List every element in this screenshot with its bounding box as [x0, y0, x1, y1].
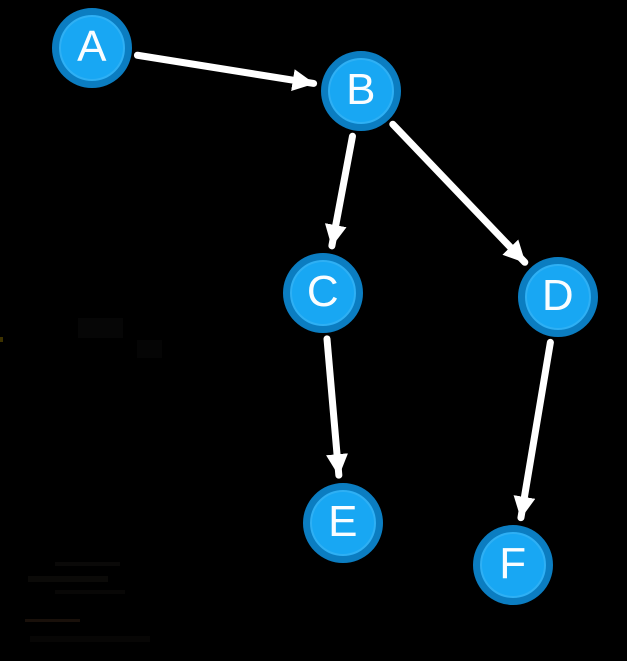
edge-b-d: [389, 120, 529, 266]
background-artifact: [137, 340, 162, 358]
edge-a-b: [133, 51, 318, 91]
background-artifact: [30, 636, 150, 642]
graph-node-f[interactable]: F: [473, 525, 553, 605]
node-label: F: [499, 539, 527, 588]
edge-c-e: [323, 335, 348, 479]
node-label: A: [77, 22, 107, 71]
background-artifact: [55, 590, 125, 594]
background-artifact: [28, 576, 108, 582]
graph-node-e[interactable]: E: [303, 483, 383, 563]
edge-d-f: [513, 338, 554, 522]
graph-node-c[interactable]: C: [283, 253, 363, 333]
node-label: D: [541, 271, 575, 320]
edge-b-c: [324, 132, 356, 250]
background-artifact: [25, 619, 80, 622]
graph-node-b[interactable]: B: [321, 51, 401, 131]
background-artifact: [55, 562, 120, 566]
background-artifact: [78, 318, 123, 338]
node-label: B: [346, 65, 376, 114]
graph-node-d[interactable]: D: [518, 257, 598, 337]
background-artifact: [0, 337, 3, 342]
node-label: E: [328, 497, 358, 546]
graph-node-a[interactable]: A: [52, 8, 132, 88]
node-label: C: [306, 267, 340, 316]
